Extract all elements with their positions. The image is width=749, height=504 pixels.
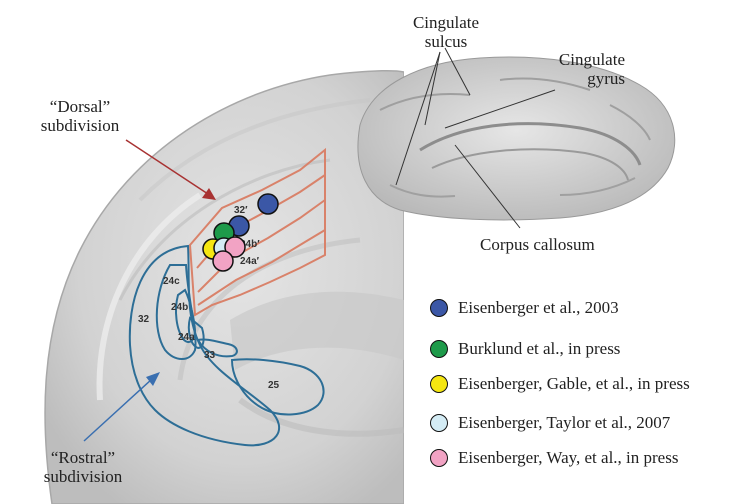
dot-eisenberger-way-b [213,251,233,271]
legend-label: Eisenberger, Way, et al., in press [458,448,678,468]
dot-eisenberger-2003-a [258,194,278,214]
legend-label: Eisenberger, Taylor et al., 2007 [458,413,670,433]
area-label-24a-prime: 24a′ [240,256,260,267]
legend-dot [430,340,448,358]
area-label-24a: 24a [178,332,195,343]
legend-item: Burklund et al., in press [430,337,620,361]
area-label-32: 32 [138,314,150,325]
rostral-line-1: “Rostral” [23,448,143,467]
area-label-24b: 24b [171,302,188,313]
legend-item: Eisenberger, Way, et al., in press [430,446,678,470]
area-label-32-prime: 32′ [234,205,248,216]
legend-item: Eisenberger, Taylor et al., 2007 [430,411,670,435]
cingulate-gyrus-label: Cingulate gyrus [535,50,625,88]
legend-label: Burklund et al., in press [458,339,620,359]
legend-item: Eisenberger, Gable, et al., in press [430,372,690,396]
legend-item: Eisenberger et al., 2003 [430,296,619,320]
area-label-25: 25 [268,380,280,391]
legend-dot [430,299,448,317]
cingulate-sulcus-line-1: Cingulate [396,13,496,32]
dorsal-line-2: subdivision [20,116,140,135]
cingulate-sulcus-line-2: sulcus [396,32,496,51]
rostral-subdivision-label: “Rostral” subdivision [23,448,143,486]
legend-dot [430,414,448,432]
area-label-24c: 24c [163,276,180,287]
lateral-brain-inset [358,57,675,220]
legend-label: Eisenberger et al., 2003 [458,298,619,318]
rostral-line-2: subdivision [23,467,143,486]
legend-label: Eisenberger, Gable, et al., in press [458,374,690,394]
cingulate-gyrus-line-2: gyrus [535,69,625,88]
dorsal-line-1: “Dorsal” [20,97,140,116]
corpus-callosum-label: Corpus callosum [480,235,595,254]
cingulate-gyrus-line-1: Cingulate [535,50,625,69]
cingulate-sulcus-label: Cingulate sulcus [396,13,496,51]
area-label-33: 33 [204,350,216,361]
legend-dot [430,449,448,467]
legend-dot [430,375,448,393]
dorsal-subdivision-label: “Dorsal” subdivision [20,97,140,135]
